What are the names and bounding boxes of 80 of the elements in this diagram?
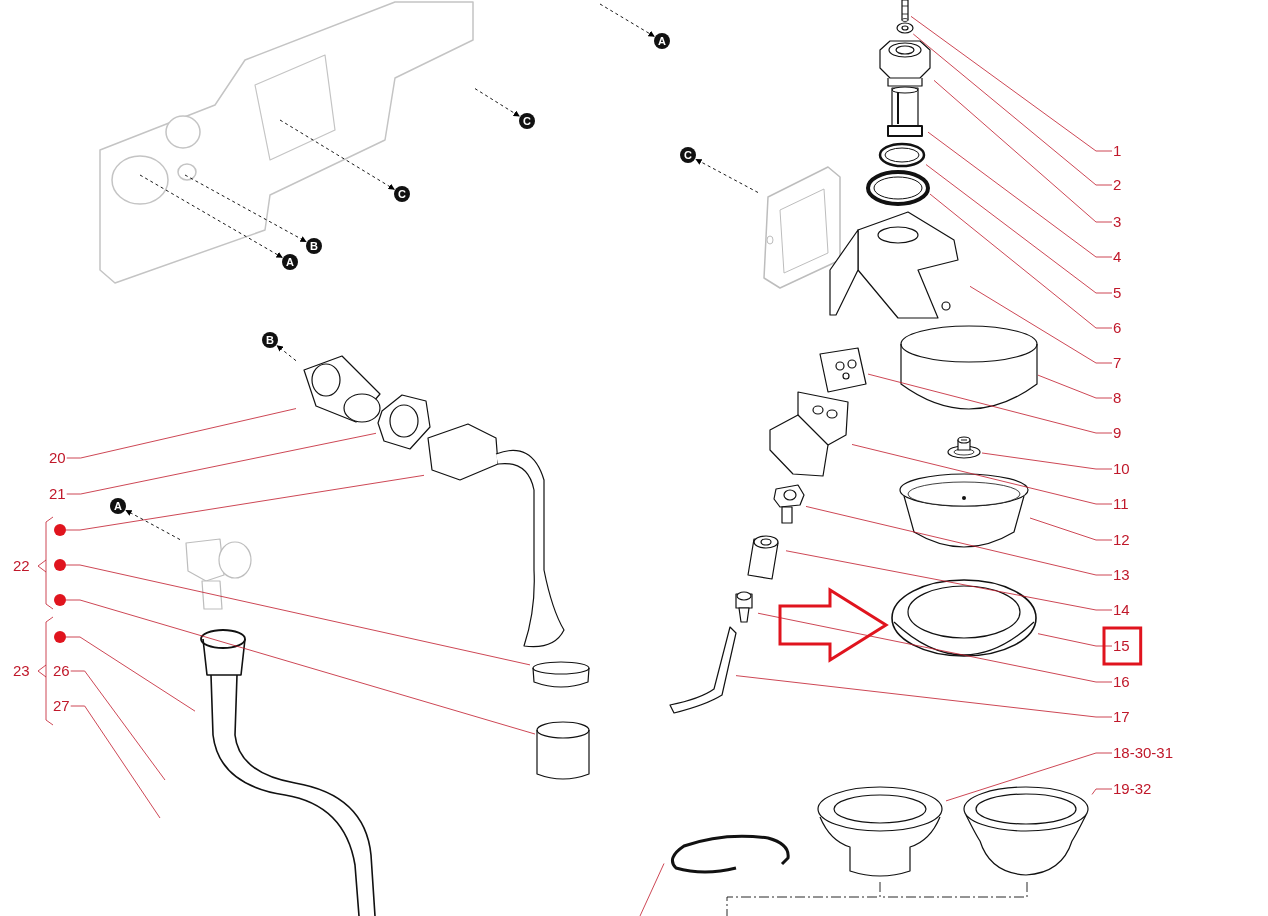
leader-line	[1029, 517, 1113, 541]
leader-line	[933, 79, 1113, 223]
pin-drawing	[899, 0, 911, 22]
leader-line	[910, 15, 1113, 152]
leader-line	[927, 131, 1113, 258]
callout-number: 3	[1112, 213, 1123, 231]
leader-line	[735, 675, 1113, 718]
leader-line	[867, 373, 1113, 434]
callout-number: 1	[1112, 142, 1123, 160]
highlight-arrow	[778, 587, 889, 663]
washer-drawing	[895, 22, 915, 34]
reference-marker: C	[519, 113, 535, 129]
leader-line	[1037, 633, 1113, 647]
callout-number: 16	[1112, 673, 1131, 691]
leader-line	[66, 408, 297, 459]
callout-number: 23	[12, 662, 31, 680]
leader-line	[66, 432, 377, 495]
hex-fitting-drawing	[876, 38, 934, 88]
leader-line	[805, 506, 1113, 576]
filter-basket-drawing	[960, 785, 1092, 877]
screw-drawing	[946, 434, 982, 460]
callout-number: 19-32	[1112, 780, 1153, 798]
leader-line	[65, 599, 536, 735]
leader-line	[70, 670, 166, 781]
callout-number: 7	[1112, 354, 1123, 372]
callout-number: 10	[1112, 460, 1131, 478]
leader-line	[639, 863, 665, 916]
reference-marker: C	[680, 147, 696, 163]
reference-marker: B	[262, 332, 278, 348]
leader-line	[969, 285, 1113, 364]
leader-line	[65, 564, 531, 666]
callout-number: 21	[48, 485, 67, 503]
reference-marker: A	[282, 254, 298, 270]
callout-number: 12	[1112, 531, 1131, 549]
leader-line	[912, 33, 1113, 186]
leader-line	[925, 164, 1113, 294]
callout-number: 8	[1112, 389, 1123, 407]
callout-number: 9	[1112, 424, 1123, 442]
callout-number: 11	[1112, 495, 1130, 513]
bullet-dot	[54, 594, 66, 606]
callout-number: 2	[1112, 176, 1123, 194]
callout-number: 15	[1112, 637, 1131, 655]
callout-number: 20	[48, 449, 67, 467]
callout-number: 27	[52, 697, 71, 715]
leader-line	[851, 444, 1113, 505]
leader-line	[1091, 788, 1113, 795]
callout-number: 13	[1112, 566, 1131, 584]
leader-line	[757, 612, 1113, 683]
fitting-drawing	[770, 483, 806, 527]
callout-number: 6	[1112, 319, 1123, 337]
bullet-dot	[54, 631, 66, 643]
leader-line	[785, 550, 1113, 611]
o-ring-drawing	[878, 142, 926, 168]
plate-drawing	[818, 346, 868, 394]
leader-line	[945, 752, 1113, 802]
leader-line	[981, 452, 1113, 470]
callout-number: 17	[1112, 708, 1131, 726]
callout-number: 18-30-31	[1112, 744, 1175, 762]
o-ring-drawing	[866, 170, 930, 206]
leader-line	[929, 193, 1113, 329]
reference-marker: A	[110, 498, 126, 514]
callout-number: 14	[1112, 601, 1131, 619]
shower-screen-drawing	[898, 472, 1030, 550]
leader-line	[65, 474, 425, 531]
reference-marker: A	[654, 33, 670, 49]
leader-line	[1037, 374, 1113, 399]
leader-line	[70, 705, 161, 819]
leader-line	[65, 636, 196, 712]
filter-basket-drawing	[814, 785, 946, 877]
bullet-dot	[54, 559, 66, 571]
nut-drawing	[376, 393, 432, 453]
bullet-dot	[54, 524, 66, 536]
mesh-cup-drawing	[530, 660, 592, 690]
reference-marker: C	[394, 186, 410, 202]
callout-number: 4	[1112, 248, 1123, 266]
callout-number: 5	[1112, 284, 1123, 302]
callout-number: 26	[52, 662, 71, 680]
reference-marker: B	[306, 238, 322, 254]
callout-number: 22	[12, 557, 31, 575]
bracket-drawing	[768, 390, 852, 478]
